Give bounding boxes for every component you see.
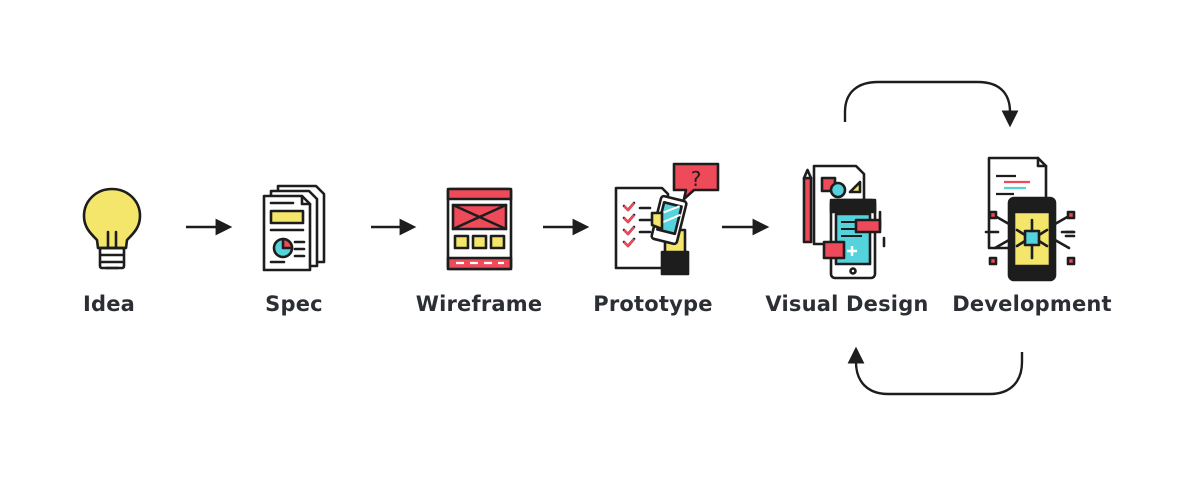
step-label-wireframe: Wireframe [415, 292, 543, 316]
loop-arrow-top [843, 80, 1019, 128]
step-label-spec: Spec [265, 292, 323, 316]
loop-arrow-bottom [847, 346, 1024, 396]
step-label-visual-design: Visual Design [765, 292, 929, 316]
visual-design-icon [802, 164, 886, 280]
lightbulb-icon [82, 187, 142, 270]
wireframe-icon [446, 187, 513, 271]
spec-document-icon [262, 184, 326, 272]
step-label-prototype: Prototype [593, 292, 713, 316]
development-icon [984, 156, 1076, 282]
question-mark-symbol: ? [691, 167, 702, 191]
prototype-phone-icon: ? [614, 162, 720, 276]
step-label-development: Development [952, 292, 1112, 316]
step-label-idea: Idea [82, 292, 136, 316]
